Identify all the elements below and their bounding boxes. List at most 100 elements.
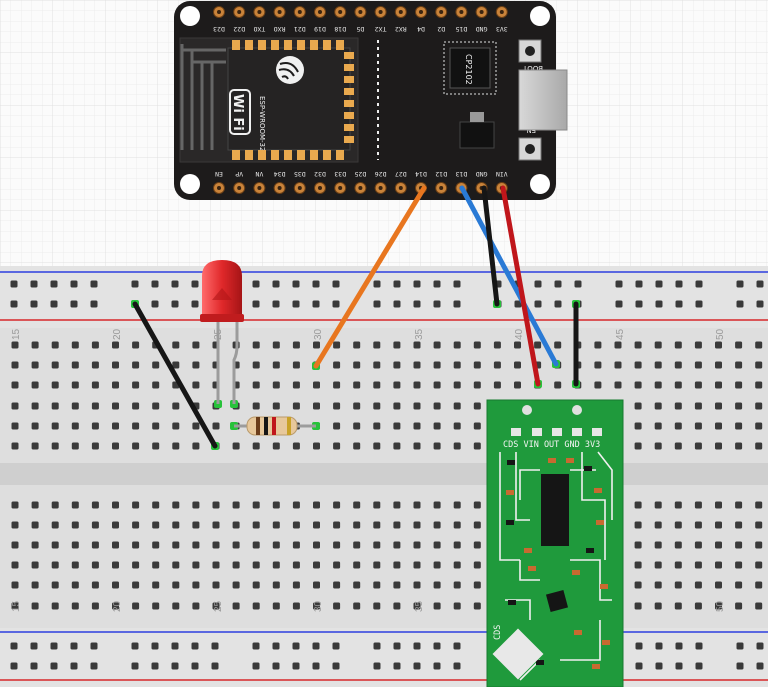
resistor[interactable] <box>234 416 316 436</box>
breadboard-hole <box>694 402 702 410</box>
boot-button-cap[interactable] <box>525 46 535 56</box>
breadboard-hole <box>272 341 280 349</box>
breadboard-hole <box>694 501 702 509</box>
orange-wire[interactable] <box>313 185 427 369</box>
header-pin-hole <box>398 10 403 14</box>
breadboard-hole <box>755 402 763 410</box>
breadboard-hole <box>91 541 99 549</box>
breadboard-hole <box>252 602 260 610</box>
breadboard-hole <box>373 561 381 569</box>
rail-hole <box>332 642 340 650</box>
breadboard-hole <box>413 581 421 589</box>
antenna-trace <box>180 44 226 150</box>
breadboard-hole <box>353 541 361 549</box>
top-pin-label: 3V3 <box>496 25 508 33</box>
breadboard-hole <box>654 541 662 549</box>
breadboard-hole <box>654 561 662 569</box>
bottom-pin-label: GND <box>476 170 488 178</box>
breadboard-hole <box>112 561 119 569</box>
top-pin-label: D21 <box>294 25 306 33</box>
breadboard-hole <box>735 581 743 589</box>
red-wire[interactable] <box>500 185 541 387</box>
sensor-transistor <box>545 589 569 613</box>
breadboard-hole <box>333 541 341 549</box>
breadboard-hole <box>634 501 642 509</box>
breadboard-hole <box>51 341 59 349</box>
breadboard-hole <box>735 442 743 450</box>
header-pin-hole <box>257 10 262 14</box>
breadboard-hole <box>735 341 743 349</box>
blue-wire[interactable] <box>459 185 559 367</box>
breadboard-hole <box>715 602 722 610</box>
header-pin-hole <box>338 186 343 190</box>
rail-hole <box>70 280 78 288</box>
breadboard-hole <box>735 422 743 430</box>
rail-hole <box>534 280 542 288</box>
rail-hole <box>30 642 38 650</box>
breadboard-hole <box>715 422 722 430</box>
breadboard-hole <box>654 602 662 610</box>
breadboard-hole <box>715 501 722 509</box>
breadboard-hole <box>393 541 401 549</box>
module-pad <box>245 150 253 160</box>
rail-hole <box>756 300 764 308</box>
en-button-cap[interactable] <box>525 144 535 154</box>
breadboard-hole <box>313 581 320 589</box>
rail-hole <box>675 642 683 650</box>
bottom-pin-label: D32 <box>314 170 326 178</box>
breadboard-hole <box>735 541 743 549</box>
breadboard-hole <box>413 501 421 509</box>
breadboard-hole <box>453 521 461 529</box>
rail-hole <box>736 642 744 650</box>
rail-hole <box>151 300 159 308</box>
breadboard-hole <box>51 602 59 610</box>
breadboard-hole <box>634 341 642 349</box>
breadboard-hole <box>152 442 160 450</box>
header-pin-hole <box>277 186 282 190</box>
rail-hole <box>50 300 58 308</box>
header-pin-hole <box>459 10 464 14</box>
module-pad <box>344 64 354 71</box>
breadboard-hole <box>755 561 763 569</box>
breadboard-hole <box>11 541 19 549</box>
breadboard-hole <box>51 581 59 589</box>
breadboard-hole <box>554 381 562 389</box>
breadboard-hole <box>51 402 59 410</box>
column-number: 40 <box>514 328 525 340</box>
rail-hole <box>393 642 401 650</box>
rail-hole <box>736 280 744 288</box>
rail-hole <box>675 662 683 670</box>
breadboard-hole <box>755 501 763 509</box>
breadboard-hole <box>715 381 722 389</box>
black-wire-led-gnd[interactable] <box>132 301 218 449</box>
resistor-band <box>256 417 260 435</box>
radar-sensor-module[interactable]: CDS VIN OUT GND 3V3 CDS <box>486 399 624 687</box>
smd-component <box>536 660 544 665</box>
breadboard-hole <box>755 442 763 450</box>
top-pin-label: D19 <box>314 25 326 33</box>
breadboard-hole <box>333 581 341 589</box>
red-led[interactable] <box>200 260 244 404</box>
breadboard-hole <box>132 341 140 349</box>
rail-hole <box>272 662 280 670</box>
breadboard-hole <box>634 581 642 589</box>
module-pad <box>344 124 354 131</box>
breadboard-hole <box>252 381 260 389</box>
breadboard-hole <box>11 361 19 369</box>
rail-hole <box>615 300 623 308</box>
breadboard-hole <box>91 361 99 369</box>
sensor-mount-hole <box>572 405 582 415</box>
breadboard-hole <box>71 422 79 430</box>
breadboard-hole <box>212 602 220 610</box>
breadboard-hole <box>31 602 39 610</box>
rail-hole <box>191 300 199 308</box>
rail-hole <box>312 300 320 308</box>
breadboard-hole <box>674 341 682 349</box>
breadboard-hole <box>694 341 702 349</box>
wifi-text: Wi Fi <box>230 94 245 131</box>
breadboard-hole <box>132 541 140 549</box>
column-number: 25 <box>213 600 224 612</box>
rail-hole <box>393 280 401 288</box>
black-wire-gnd-rail[interactable] <box>481 185 500 307</box>
